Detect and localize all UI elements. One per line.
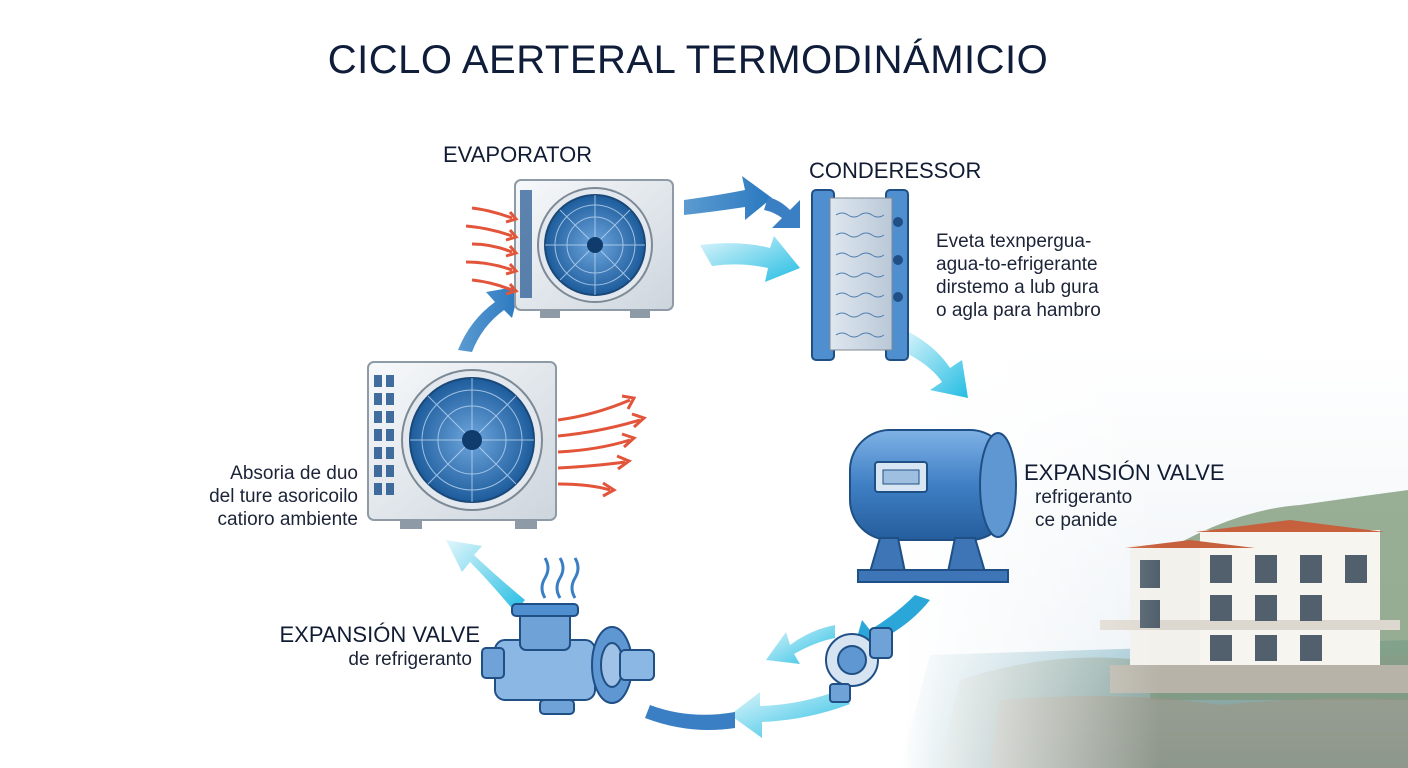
left-outdoor-unit	[367, 361, 557, 529]
condenser-note: Eveta texnpergua- agua-to-efrigerante di…	[936, 230, 1101, 322]
condenser-note-line-2: agua-to-efrigerante	[936, 254, 1098, 275]
left-unit-note-line-1: Absoria de duo	[230, 463, 358, 484]
flow-arrow-top-1	[684, 176, 772, 220]
evaporator-heat-arrows	[465, 206, 519, 296]
condenser-note-line-4: o agla para hambro	[936, 300, 1101, 321]
pump-note: de refrigeranto	[348, 649, 472, 670]
condenser-note-line-3: dirstemo a lub gura	[936, 277, 1099, 298]
condenser-note-line-1: Eveta texnpergua-	[936, 231, 1092, 252]
flow-arrow-left	[446, 540, 525, 612]
coastal-villa-scene	[900, 350, 1408, 768]
tank-note-line-2: ce panide	[1035, 510, 1118, 531]
evaporator-outdoor-unit	[514, 179, 674, 318]
page-title: CICLO AERTERAL TERMODINÁMICIO	[327, 38, 1049, 82]
flow-arrow-right	[900, 330, 968, 398]
storage-tank	[849, 429, 1017, 583]
condenser-label: CONDERESSOR	[809, 158, 982, 183]
evaporator-label: EVAPORATOR	[443, 142, 593, 167]
tank-note: refrigeranto ce panide	[1035, 486, 1132, 532]
expansion-valve-small	[825, 627, 893, 703]
left-unit-note: Absoria de duo del ture asoricoilo catio…	[150, 462, 358, 531]
flow-arrow-bottom	[730, 690, 850, 738]
tank-label: EXPANSIÓN VALVE	[1024, 460, 1225, 485]
flow-arrow-small-right	[766, 625, 835, 664]
pump-label: EXPANSIÓN VALVE	[279, 622, 480, 647]
flow-arrow-top-2	[764, 197, 800, 228]
left-unit-heat-arrows	[557, 394, 647, 498]
condenser-heat-exchanger	[811, 189, 909, 361]
flow-arrow-upper-left	[458, 286, 520, 352]
circulation-pump	[481, 557, 655, 715]
tank-note-line-1: refrigeranto	[1035, 487, 1133, 508]
flow-arrow-top-3	[700, 236, 800, 282]
left-unit-note-line-3: catioro ambiente	[217, 509, 358, 530]
flow-arrow-bottom-2	[645, 705, 735, 731]
left-unit-note-line-2: del ture asoricoilo	[209, 486, 358, 507]
